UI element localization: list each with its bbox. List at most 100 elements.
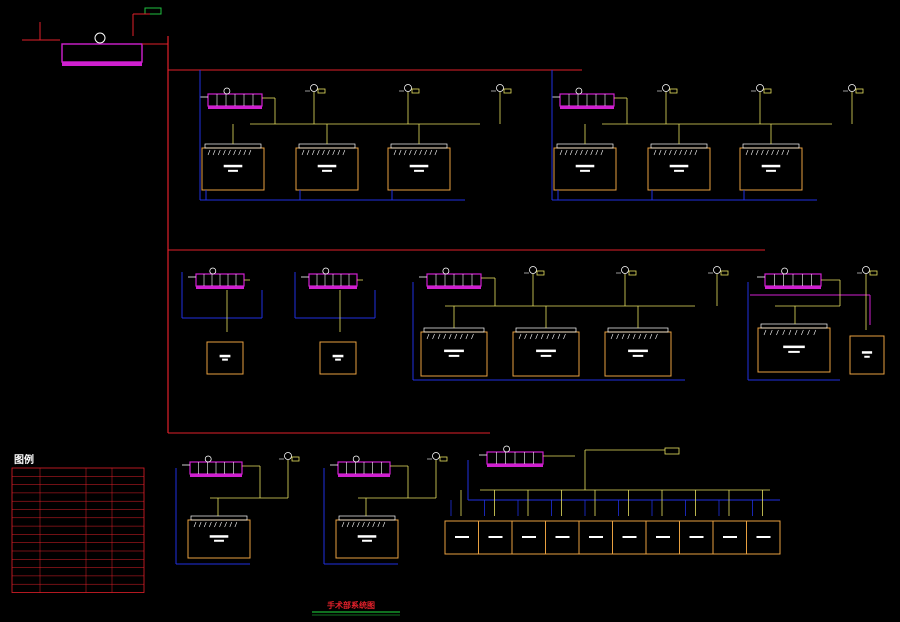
fan-icon [713, 266, 721, 274]
group-6 [747, 266, 885, 381]
room-tag [317, 164, 337, 168]
fan-coil-symbol [399, 84, 420, 94]
room-tag [488, 536, 503, 538]
diffuser-tick [377, 521, 381, 528]
diffuser-tick [674, 149, 677, 156]
room-tag-2 [214, 539, 224, 542]
diffuser-tick [301, 149, 305, 156]
diffuser-tick [434, 149, 438, 156]
groups-layer [175, 70, 885, 565]
fan-coil-symbol [616, 266, 637, 276]
diffuser-tick [813, 329, 817, 336]
diffuser-tick [653, 149, 657, 156]
small-room [746, 520, 781, 555]
diffuser-tick [337, 149, 341, 156]
diffuser-tick [424, 149, 427, 156]
diffuser-tick [317, 149, 320, 156]
operating-room [420, 327, 488, 377]
diffuser-tick [403, 149, 407, 156]
ahu-unit [182, 455, 243, 477]
ahu-base [560, 106, 614, 109]
diffuser-tick [198, 521, 202, 528]
fan-coil-symbol [657, 84, 678, 94]
room-tag [689, 536, 704, 538]
room-tag [357, 535, 377, 538]
diffuser-tick [209, 521, 212, 528]
group-5 [412, 266, 729, 381]
diffuser-tick [769, 329, 773, 336]
room-tag [444, 349, 464, 353]
diffuser-tick [214, 521, 217, 528]
diffuser-tick [621, 333, 625, 340]
room-tag [536, 349, 556, 353]
diffuser-tick [585, 149, 588, 156]
diffuser-tick [393, 149, 397, 156]
fan-icon [432, 452, 440, 460]
legend-title: 图例 [14, 453, 34, 466]
diffuser-tick [362, 521, 365, 528]
drawing-title: 手术部系统图 [327, 600, 375, 610]
diffuser-tick [684, 149, 687, 156]
ahu-base [338, 474, 390, 477]
ahu-unit [200, 87, 263, 109]
ahu-fan-icon [503, 445, 511, 453]
room-tag-2 [322, 169, 332, 172]
ahu-fan-icon [209, 267, 217, 275]
diffuser-tick [563, 333, 566, 340]
room-tag [761, 164, 781, 168]
diffuser-tick [351, 521, 355, 528]
diffuser-tick [761, 149, 764, 156]
operating-room [757, 323, 831, 373]
diffuser-tick [655, 333, 658, 340]
room-tag-2 [335, 358, 341, 361]
room-tag [575, 164, 595, 168]
diffuser-tick [679, 149, 682, 156]
diffuser-tick [398, 149, 402, 156]
room-tag [555, 536, 570, 538]
diffuser-tick [228, 149, 231, 156]
diffuser-tick [616, 333, 619, 340]
room-tag-2 [222, 358, 228, 361]
ahu-base [208, 106, 262, 109]
diffuser-tick [233, 149, 236, 156]
filter-bank [760, 323, 828, 329]
room-tag-2 [632, 354, 644, 357]
diffuser-tick [595, 149, 599, 156]
diffuser-tick [529, 333, 533, 340]
room-tag [656, 536, 670, 538]
room-tag [219, 354, 231, 358]
diffuser-tick [460, 333, 463, 340]
ahu-fan-icon [442, 267, 450, 275]
room-tag [409, 164, 429, 168]
fan-coil-symbol [751, 84, 772, 94]
fan-icon [496, 84, 504, 92]
diffuser-tick [471, 333, 474, 340]
legend-border [11, 467, 145, 593]
diffuser-tick [689, 149, 693, 156]
group-2 [551, 70, 864, 201]
diffuser-tick [219, 521, 222, 528]
diffuser-tick [224, 521, 227, 528]
diffuser-tick [694, 149, 698, 156]
ahu-fan-icon [781, 267, 788, 275]
group-4 [294, 267, 376, 375]
group-7 [175, 452, 300, 565]
diffuser-tick [776, 149, 779, 156]
diffuser-tick [644, 333, 647, 340]
room-outline [849, 335, 885, 375]
diffuser-tick [203, 521, 207, 528]
diffuser-tick [419, 149, 422, 156]
fan-icon [310, 84, 318, 92]
diffuser-tick [382, 521, 386, 528]
diffuser-tick [771, 149, 774, 156]
ahu-fan-icon [352, 455, 360, 463]
room-tag [589, 536, 603, 538]
diffuser-tick [229, 521, 233, 528]
legend: 图例 [11, 453, 145, 593]
diffuser-tick [409, 149, 412, 156]
diffuser-tick [782, 329, 785, 336]
damper-icon [411, 88, 420, 94]
diffuser-tick [776, 329, 779, 336]
fan-coil-symbol [708, 266, 729, 276]
